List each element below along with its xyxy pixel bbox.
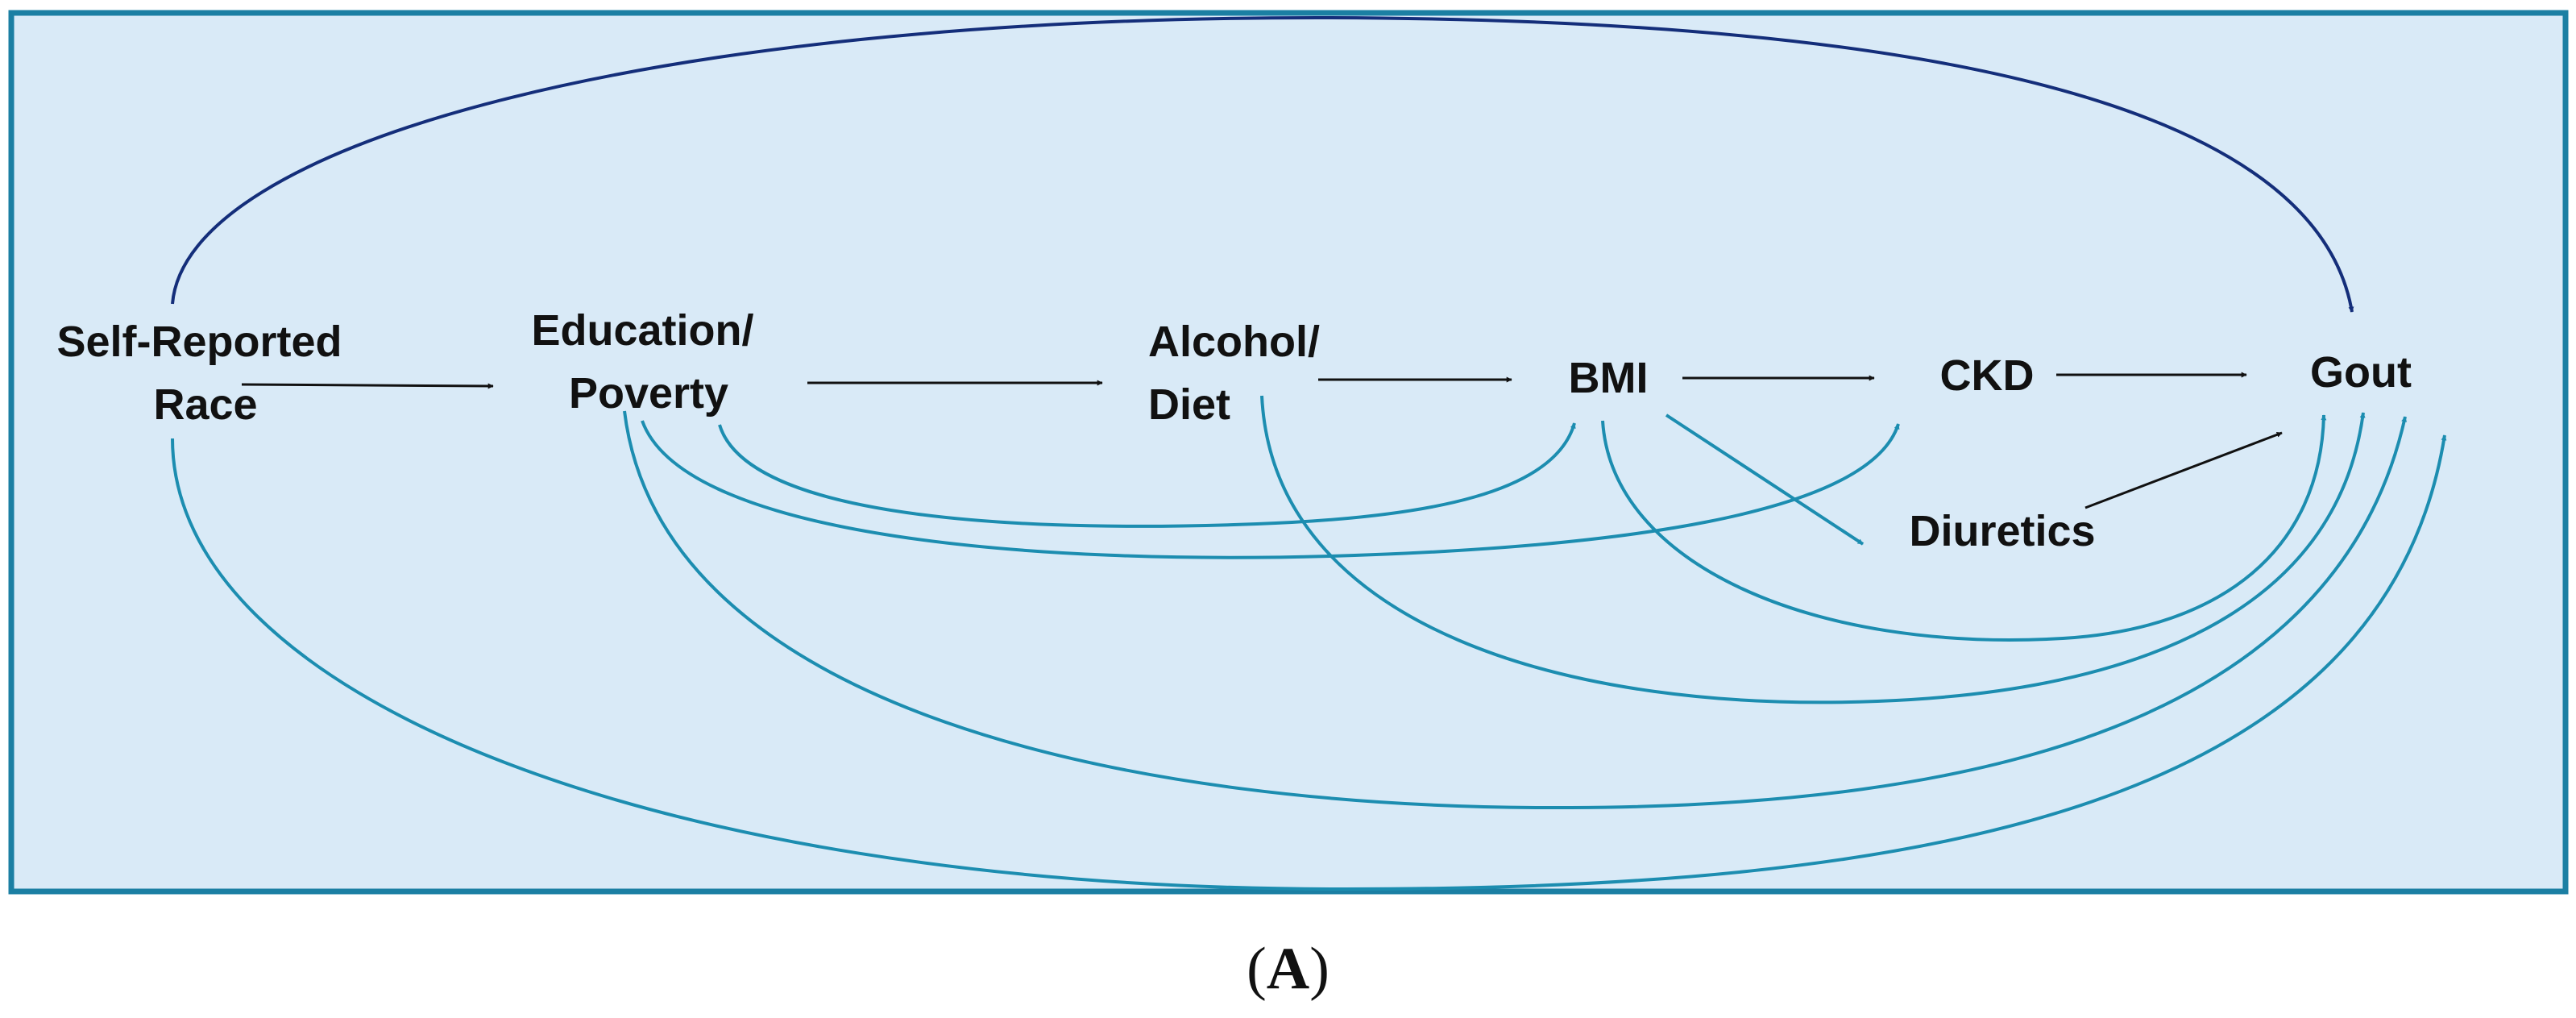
node-self-reported-race-line-2: Race xyxy=(153,380,257,429)
node-gout-line-1: Gout xyxy=(2310,348,2412,397)
node-alcohol-diet-label: Alcohol/ Diet xyxy=(1148,318,1332,429)
caption-letter: A xyxy=(1266,936,1310,1002)
caption-close-paren: ) xyxy=(1309,936,1329,1002)
node-education-poverty-label: Education/ Poverty xyxy=(531,306,765,418)
edge-race-to-gout xyxy=(171,434,2447,891)
node-ckd-line-1: CKD xyxy=(1940,351,2035,400)
edge-bmi-to-gout xyxy=(1601,414,2327,642)
node-self-reported-race-line-1: Self-Reported xyxy=(56,318,342,366)
edge-diuretics-to-gout xyxy=(2084,431,2283,509)
diagram-panel xyxy=(8,10,2569,895)
node-alcohol-diet-line-2: Diet xyxy=(1148,380,1230,429)
node-diuretics-label: Diuretics xyxy=(1909,507,2095,555)
node-alcohol-diet-line-1: Alcohol/ xyxy=(1148,318,1320,366)
node-bmi-label: BMI xyxy=(1569,354,1649,402)
node-bmi-line-1: BMI xyxy=(1569,354,1649,402)
edge-race-to-education xyxy=(241,383,494,389)
edge-bmi-to-diuretics xyxy=(1665,413,1865,546)
edge-race-to-gout-top-arc xyxy=(171,15,2354,313)
node-education-poverty-line-1: Education/ xyxy=(531,306,753,355)
panel-caption: (A) xyxy=(0,935,2576,1003)
edge-alcohol-to-gout xyxy=(1260,395,2366,704)
causal-diagram: Self-Reported Race Education/ Poverty Al… xyxy=(8,10,2569,895)
node-education-poverty-line-2: Poverty xyxy=(569,369,728,418)
node-self-reported-race-label: Self-Reported Race xyxy=(56,318,354,429)
node-gout-label: Gout xyxy=(2310,348,2412,397)
node-ckd-label: CKD xyxy=(1940,351,2035,400)
edge-education-to-ckd xyxy=(641,420,1900,559)
caption-open-paren: ( xyxy=(1247,936,1267,1002)
edge-education-to-bmi xyxy=(718,422,1576,528)
node-diuretics-line-1: Diuretics xyxy=(1909,507,2095,555)
edge-education-to-gout xyxy=(623,410,2408,810)
